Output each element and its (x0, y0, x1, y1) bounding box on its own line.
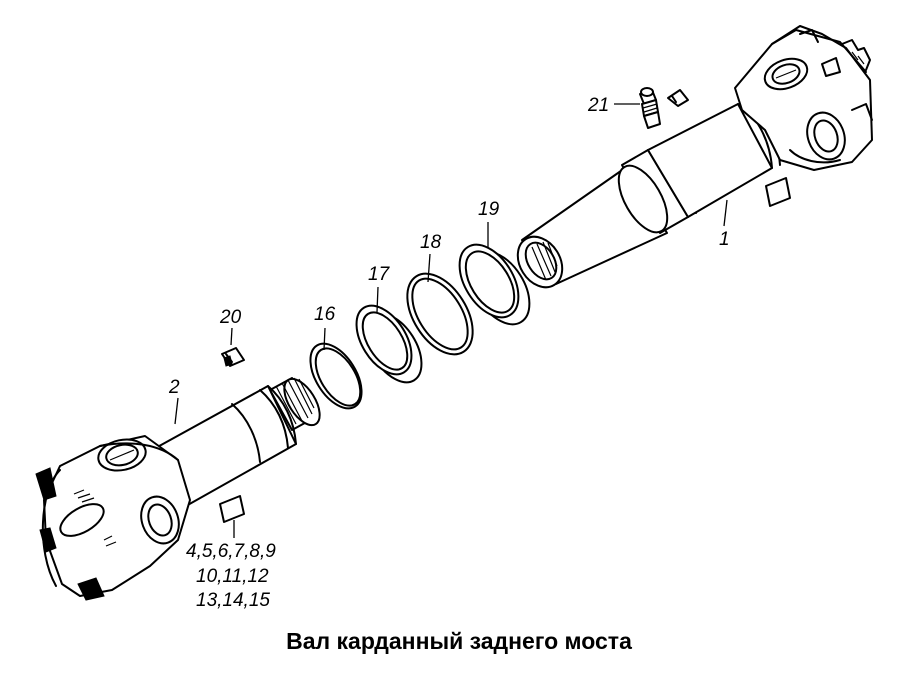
part-18-seal (406, 272, 474, 356)
callout-17: 17 (368, 264, 391, 285)
label-plate-right (765, 177, 791, 207)
part-20-clip (221, 347, 245, 367)
leader-lines (174, 103, 728, 538)
callout-2: 2 (168, 377, 180, 398)
callout-19: 19 (478, 199, 500, 220)
diagram-caption: Вал карданный заднего моста (286, 628, 632, 654)
part-17-ring (355, 304, 423, 384)
callout-1: 1 (719, 229, 730, 250)
callout-16: 16 (314, 304, 336, 325)
callout-group-line-3: 13,14,15 (196, 590, 270, 611)
callout-group-line-1: 4,5,6,7,8,9 (186, 541, 276, 562)
callout-group-line-2: 10,11,12 (196, 566, 269, 587)
part-2-splined-shaft (35, 377, 321, 601)
part-19-bushing (458, 243, 531, 326)
part-21-grease-nipple (639, 87, 689, 129)
part-1-shaft-tube (516, 25, 873, 289)
callout-20: 20 (219, 307, 242, 328)
label-plate-left (219, 495, 245, 523)
part-16-snap-ring (309, 342, 363, 410)
callout-18: 18 (420, 232, 442, 253)
callout-21: 21 (587, 95, 609, 116)
